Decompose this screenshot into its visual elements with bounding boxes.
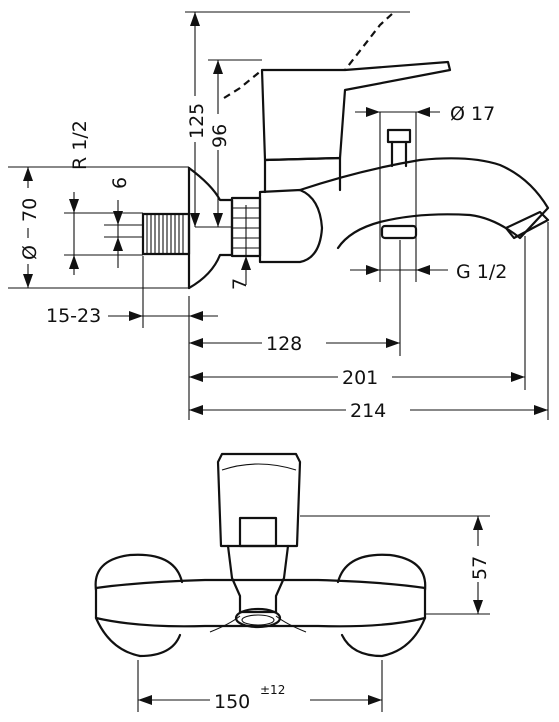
aerator [504, 210, 550, 240]
valve-housing [263, 156, 342, 194]
dim-handle-dia-label: Ø 17 [450, 103, 495, 125]
dim-thread-inlet-label: R 1/2 [69, 120, 91, 170]
dim-rosette-dia-label-symbol: Ø [19, 245, 41, 260]
left-rosette [94, 553, 184, 592]
dim-outlet-thread-label: G 1/2 [456, 261, 507, 283]
side-view: 125 96 R 1/2 6 70 Ø 7 Ø 17 G 1/2 15-23 1… [8, 11, 550, 422]
dim-57-label: 57 [469, 556, 491, 580]
dim-small-gap-label: 7 [229, 278, 251, 290]
dim-offset-label: 6 [109, 177, 131, 189]
dim-128-label: 128 [266, 333, 302, 355]
right-rosette [336, 553, 427, 592]
diverter-knob [386, 128, 412, 168]
threaded-connector [141, 212, 191, 256]
lever-handle [260, 60, 452, 162]
lever-handle-front [216, 452, 302, 548]
dim-214-label: 214 [350, 400, 386, 422]
front-view: 57 150 ±12 [94, 452, 491, 713]
mixer-bar [94, 578, 427, 628]
outlet-connection [380, 224, 418, 240]
dim-150-tolerance: ±12 [260, 683, 285, 697]
dim-150-label: 150 [214, 691, 250, 713]
side-view-labels: 125 96 R 1/2 6 70 Ø 7 Ø 17 G 1/2 15-23 1… [18, 96, 507, 422]
lever-handle-open [223, 13, 393, 99]
valve-stem [238, 516, 278, 548]
dim-96-label: 96 [209, 124, 231, 148]
dim-wall-range-label: 15-23 [46, 305, 101, 327]
spout-front [226, 544, 290, 614]
dim-125-label: 125 [186, 103, 208, 139]
dim-rosette-dia-label-upper: 70 [19, 198, 41, 222]
mixer-body [258, 188, 324, 264]
dim-201-label: 201 [342, 367, 378, 389]
aerator-front [234, 607, 282, 629]
spout [298, 157, 550, 250]
